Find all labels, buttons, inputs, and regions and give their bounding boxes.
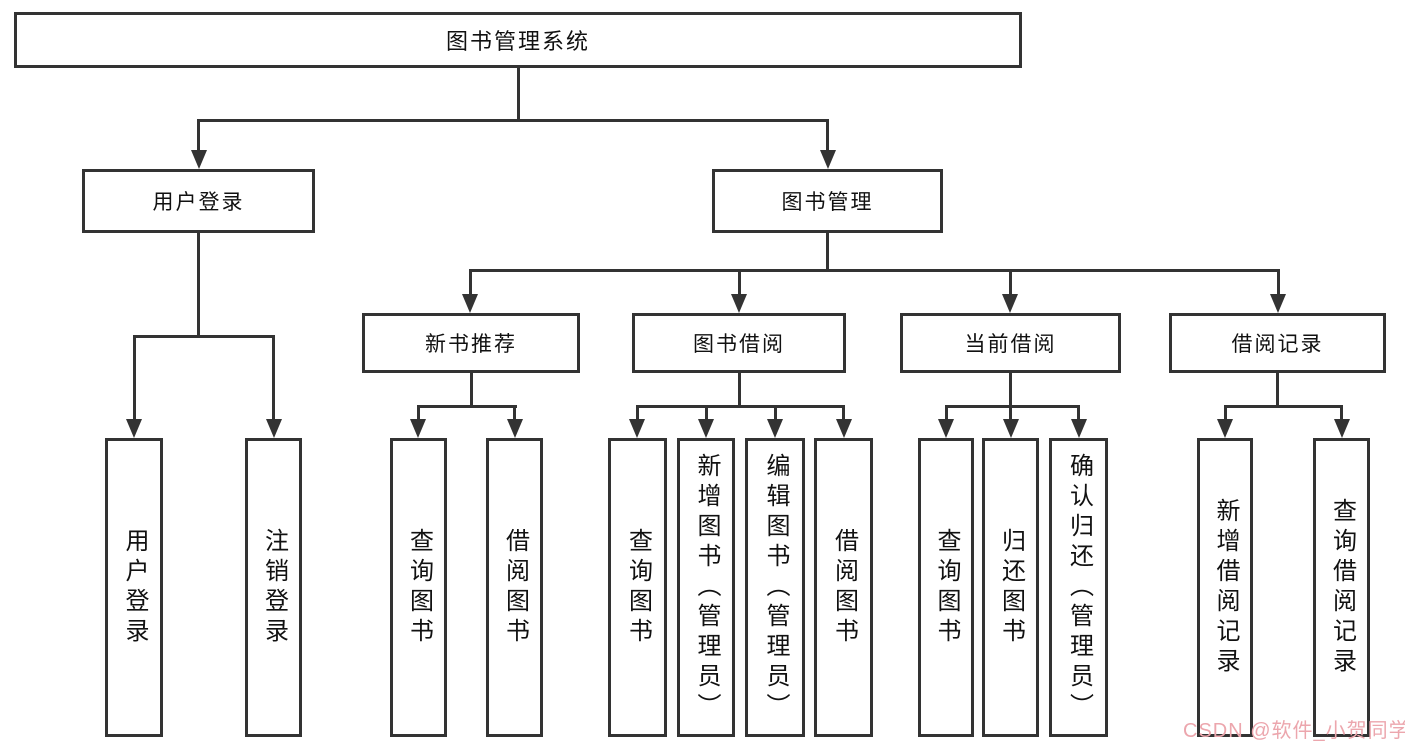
connector-line: [635, 405, 639, 421]
csdn-watermark: CSDN @软件_小贺同学: [1183, 720, 1405, 742]
connector-line: [197, 233, 200, 337]
leaf-label: 查询图书: [405, 527, 433, 648]
leaf-label: 查询图书: [933, 527, 960, 648]
arrow-down-icon: [126, 419, 142, 438]
arrow-down-icon: [835, 419, 852, 438]
leaf-label: 借阅图书: [830, 527, 858, 648]
leaf-label: 用户登录: [121, 527, 148, 648]
leaf-label: 编辑图书（管理员）: [762, 452, 789, 723]
leaf-label: 查询图书: [624, 527, 652, 648]
arrow-down-icon: [731, 294, 747, 313]
connector-line: [516, 68, 520, 122]
connector-line: [737, 269, 741, 296]
node-label: 借阅记录: [1231, 333, 1324, 356]
connector-line: [1008, 269, 1012, 296]
leaf-query-books: 查询图书: [608, 438, 667, 737]
leaf-user-login: 用户登录: [105, 438, 163, 737]
leaf-return-books: 归还图书: [982, 438, 1039, 737]
leaf-add-books-admin: 新增图书（管理员）: [677, 438, 735, 737]
node-borrow-records: 借阅记录: [1169, 313, 1386, 373]
connector-line: [1223, 405, 1227, 421]
node-current-borrow: 当前借阅: [900, 313, 1121, 373]
node-label: 图书借阅: [693, 333, 785, 356]
connector-line: [773, 405, 777, 421]
node-label: 新书推荐: [425, 333, 517, 356]
arrow-down-icon: [767, 419, 783, 438]
arrow-down-icon: [1002, 294, 1018, 313]
leaf-label: 新增借阅记录: [1212, 497, 1239, 678]
connector-line: [197, 119, 829, 122]
connector-line: [737, 373, 741, 407]
arrow-down-icon: [938, 419, 954, 438]
leaf-logout: 注销登录: [245, 438, 302, 737]
connector-line: [132, 335, 136, 421]
connector-line: [1340, 405, 1343, 421]
node-book-borrow: 图书借阅: [632, 313, 846, 373]
leaf-label: 借阅图书: [501, 527, 529, 648]
connector-line: [132, 335, 275, 338]
leaf-edit-books-admin: 编辑图书（管理员）: [745, 438, 805, 737]
leaf-label: 确认归还（管理员）: [1065, 452, 1093, 723]
arrow-down-icon: [506, 419, 523, 438]
connector-line: [1077, 405, 1080, 421]
node-library-management-system: 图书管理系统: [14, 12, 1022, 68]
node-user-login: 用户登录: [82, 169, 315, 233]
node-label: 图书管理系统: [445, 29, 590, 54]
leaf-borrow-books: 借阅图书: [814, 438, 873, 737]
connector-line: [469, 373, 473, 407]
connector-line: [1223, 405, 1343, 408]
arrow-down-icon: [265, 419, 282, 438]
connector-line: [468, 269, 472, 296]
node-label: 图书管理: [781, 191, 874, 214]
leaf-label: 查询借阅记录: [1328, 497, 1356, 678]
arrow-down-icon: [1070, 419, 1087, 438]
connector-line: [944, 405, 948, 421]
leaf-add-borrow-record: 新增借阅记录: [1197, 438, 1253, 737]
arrow-down-icon: [819, 150, 836, 169]
node-book-management: 图书管理: [712, 169, 943, 233]
connector-line: [513, 405, 516, 421]
leaf-query-books: 查询图书: [918, 438, 974, 737]
connector-line: [704, 405, 708, 421]
connector-line: [826, 119, 829, 153]
leaf-confirm-return-admin: 确认归还（管理员）: [1049, 438, 1108, 737]
arrow-down-icon: [1333, 419, 1350, 438]
arrow-down-icon: [1217, 419, 1233, 438]
leaf-label: 归还图书: [997, 527, 1025, 648]
leaf-query-books: 查询图书: [390, 438, 447, 737]
arrow-down-icon: [1270, 294, 1286, 313]
connector-line: [826, 233, 829, 271]
arrow-down-icon: [629, 419, 645, 438]
connector-line: [1008, 373, 1012, 407]
connector-line: [1009, 405, 1012, 421]
connector-line: [197, 119, 200, 153]
connector-line: [1276, 373, 1279, 407]
connector-line: [1276, 269, 1280, 296]
connector-line: [272, 335, 275, 421]
leaf-query-borrow-record: 查询借阅记录: [1313, 438, 1370, 737]
connector-line: [416, 405, 420, 421]
connector-line: [944, 405, 1080, 408]
connector-line: [416, 405, 517, 408]
node-label: 用户登录: [152, 191, 245, 214]
leaf-label: 注销登录: [260, 527, 288, 648]
node-new-book-recommend: 新书推荐: [362, 313, 580, 373]
connector-line: [635, 405, 845, 408]
arrow-down-icon: [410, 419, 426, 438]
arrow-down-icon: [190, 150, 207, 169]
arrow-down-icon: [462, 294, 478, 313]
connector-line: [468, 269, 1280, 272]
leaf-label: 新增图书（管理员）: [693, 452, 720, 723]
leaf-borrow-books: 借阅图书: [486, 438, 543, 737]
arrow-down-icon: [1002, 419, 1019, 438]
arrow-down-icon: [698, 419, 714, 438]
node-label: 当前借阅: [964, 333, 1057, 356]
connector-line: [841, 405, 845, 421]
